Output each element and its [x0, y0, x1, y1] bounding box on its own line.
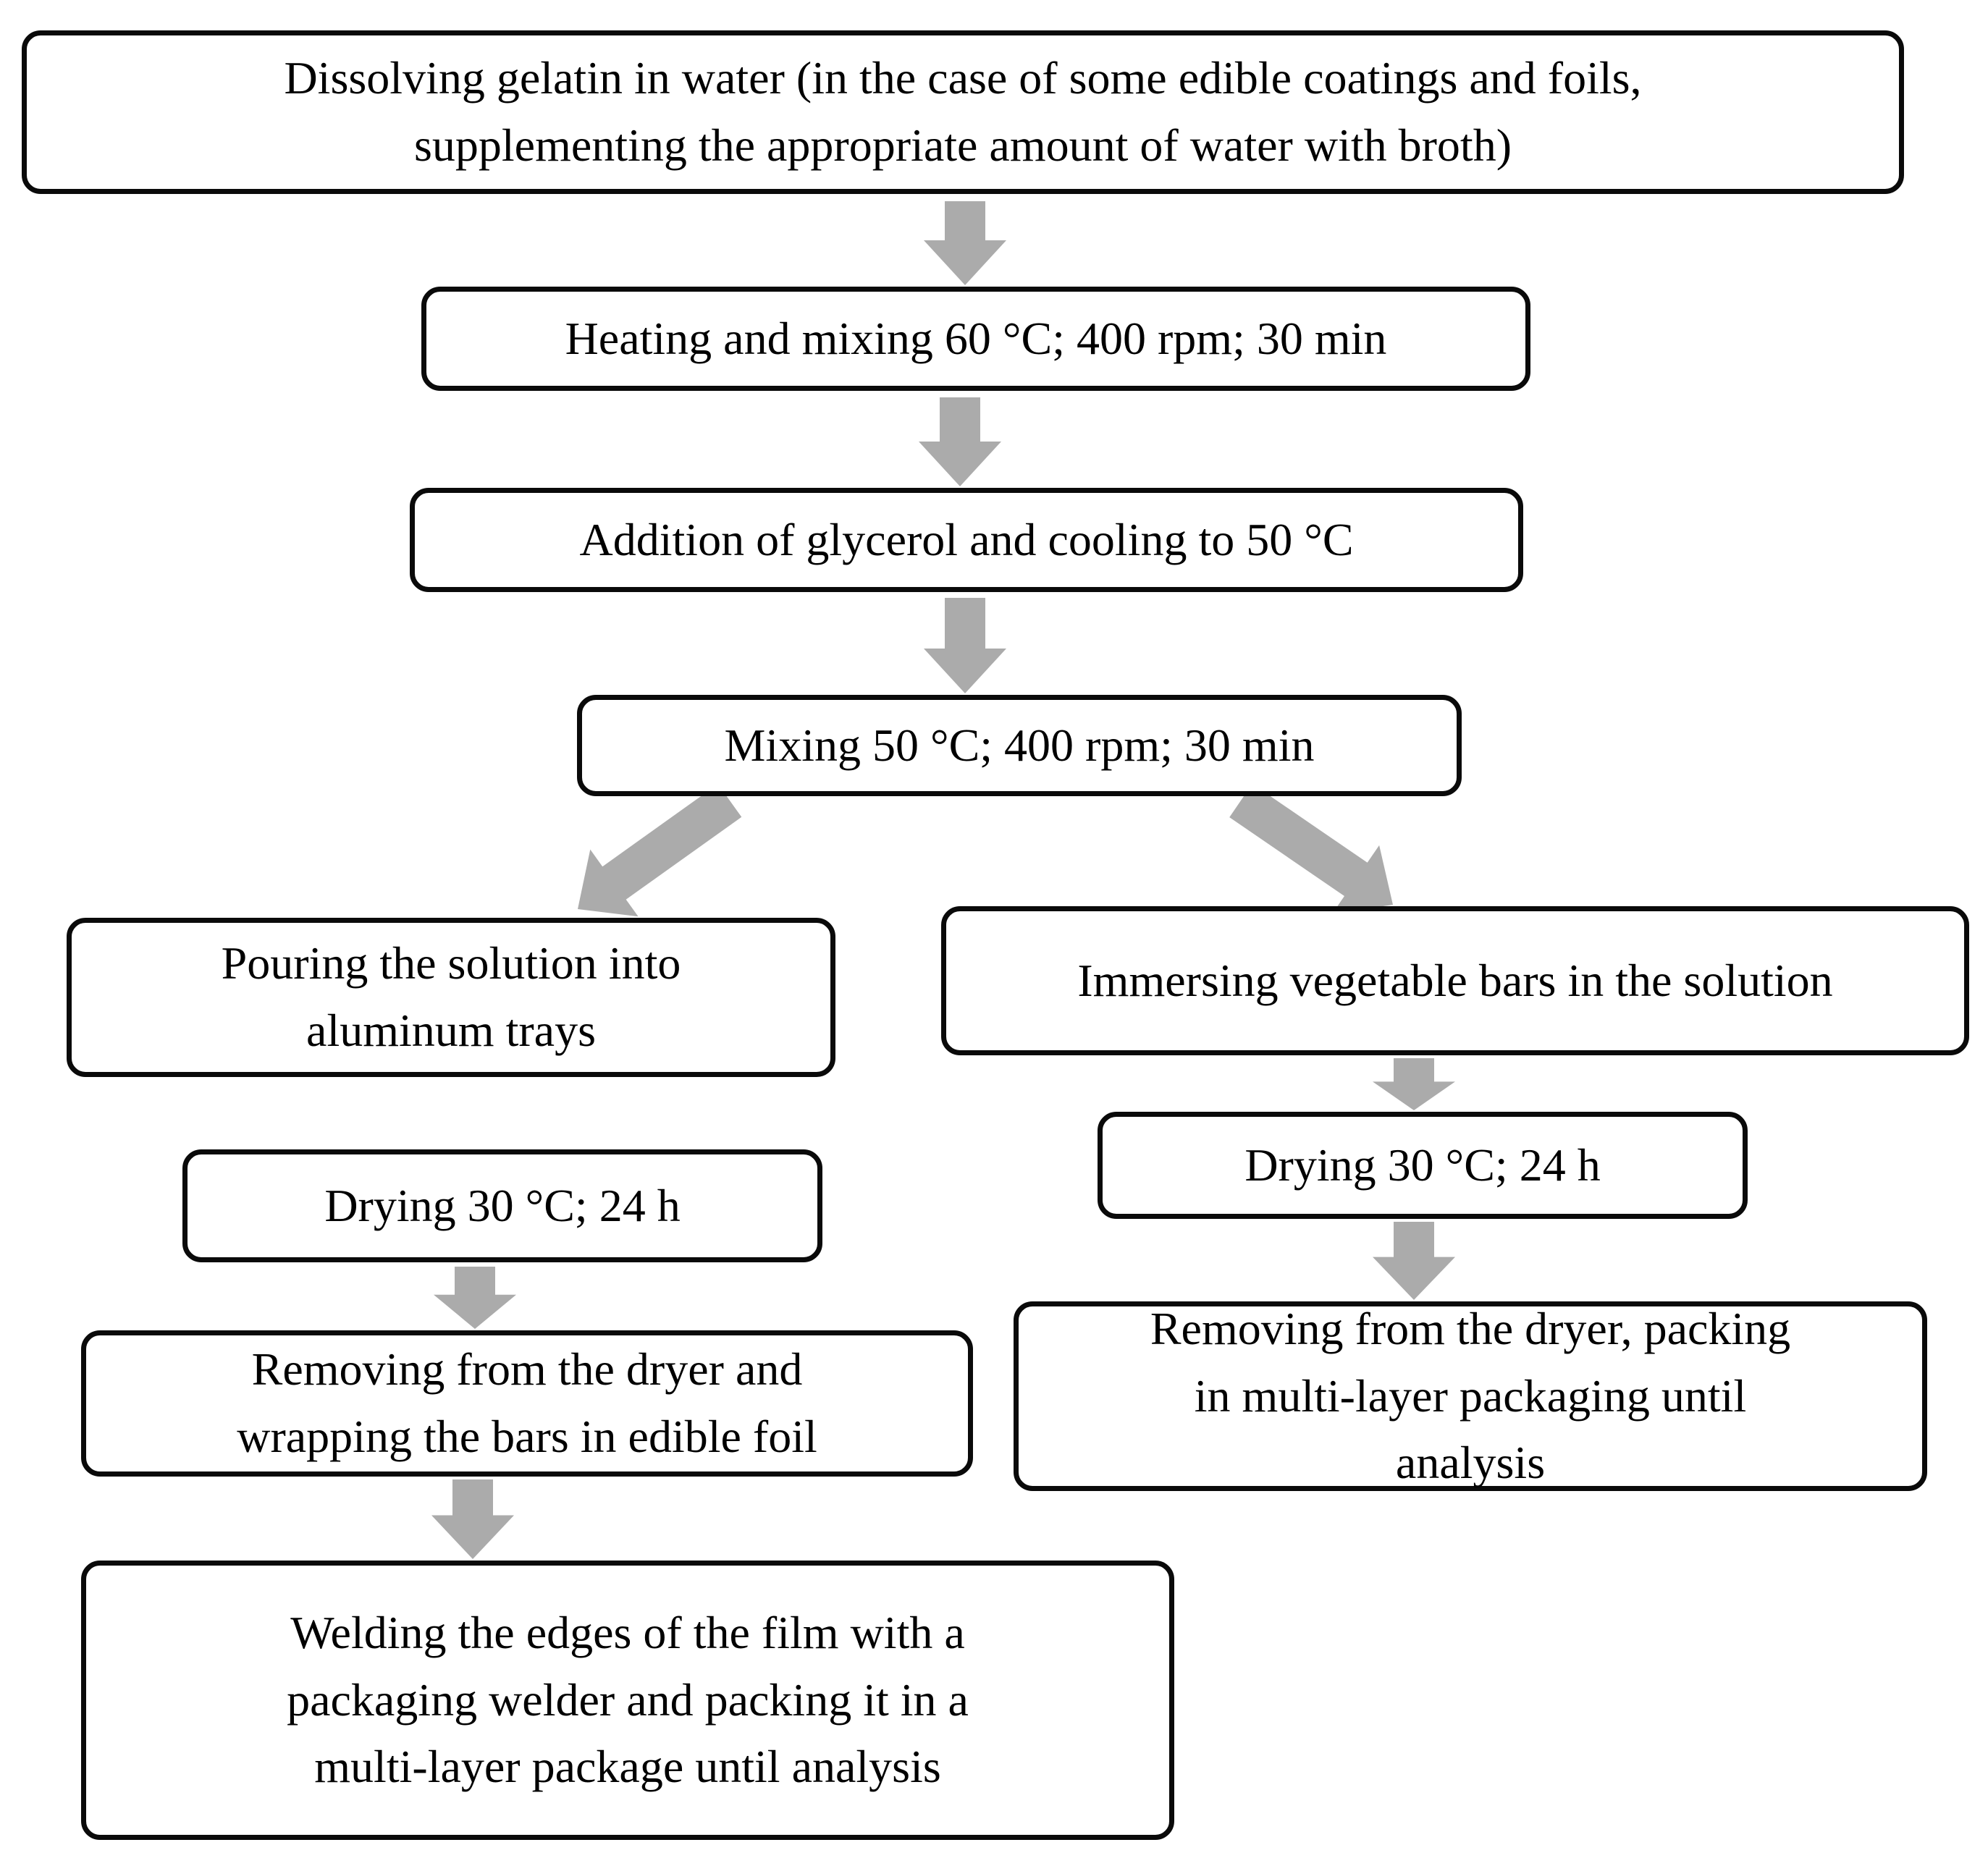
- node-immersing-bars-label: Immersing vegetable bars in the solution: [1077, 954, 1833, 1006]
- arrow-drying-to-removing-right: [1373, 1222, 1455, 1300]
- node-heating-mixing: Heating and mixing 60 °C; 400 rpm; 30 mi…: [421, 287, 1530, 391]
- node-drying-bars: Drying 30 °C; 24 h: [1098, 1112, 1748, 1219]
- node-heating-mixing-label: Heating and mixing 60 °C; 400 rpm; 30 mi…: [565, 312, 1387, 364]
- arrow-mixing-to-immersing: [1229, 783, 1393, 913]
- arrow-heating-to-glycerol: [919, 397, 1001, 486]
- node-removing-packing: Removing from the dryer, packing in mult…: [1014, 1301, 1927, 1491]
- node-drying-trays-label: Drying 30 °C; 24 h: [324, 1179, 681, 1231]
- node-drying-trays: Drying 30 °C; 24 h: [182, 1149, 822, 1262]
- node-immersing-bars: Immersing vegetable bars in the solution: [941, 906, 1969, 1055]
- node-mixing-label: Mixing 50 °C; 400 rpm; 30 min: [724, 719, 1315, 771]
- node-glycerol-cooling-label: Addition of glycerol and cooling to 50 °…: [579, 513, 1354, 565]
- node-welding-packing: Welding the edges of the film with a pac…: [81, 1561, 1174, 1840]
- arrow-mixing-to-pouring: [578, 784, 742, 917]
- node-pouring-trays-label: Pouring the solution into aluminum trays: [221, 937, 681, 1056]
- node-glycerol-cooling: Addition of glycerol and cooling to 50 °…: [410, 488, 1523, 592]
- node-pouring-trays: Pouring the solution into aluminum trays: [67, 918, 835, 1077]
- node-removing-packing-label: Removing from the dryer, packing in mult…: [1150, 1302, 1791, 1489]
- node-drying-bars-label: Drying 30 °C; 24 h: [1244, 1139, 1601, 1191]
- node-removing-wrapping: Removing from the dryer and wrapping the…: [81, 1330, 973, 1477]
- node-dissolving-label: Dissolving gelatin in water (in the case…: [284, 52, 1642, 171]
- arrow-drying-to-removing-left: [434, 1267, 516, 1329]
- arrow-removing-to-welding: [431, 1479, 514, 1559]
- node-removing-wrapping-label: Removing from the dryer and wrapping the…: [237, 1343, 817, 1462]
- arrow-immersing-to-drying-bars: [1373, 1058, 1455, 1110]
- node-dissolving: Dissolving gelatin in water (in the case…: [22, 30, 1904, 194]
- arrow-dissolving-to-heating: [924, 201, 1006, 285]
- node-welding-packing-label: Welding the edges of the film with a pac…: [287, 1606, 969, 1793]
- node-mixing: Mixing 50 °C; 400 rpm; 30 min: [577, 695, 1462, 796]
- arrow-glycerol-to-mixing: [924, 598, 1006, 693]
